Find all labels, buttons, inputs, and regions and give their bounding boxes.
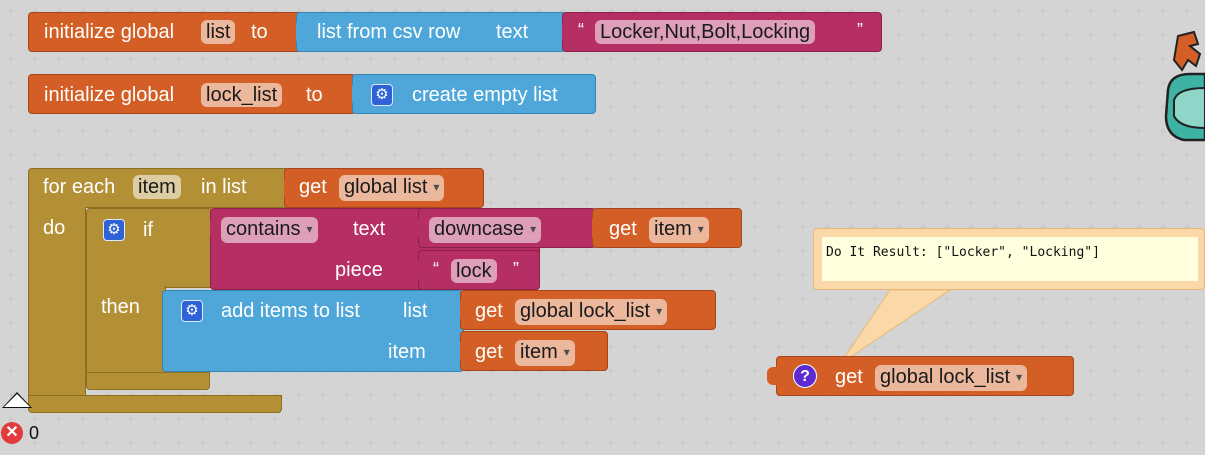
create-empty-list-block[interactable]: ⚙ create empty list: [352, 74, 596, 114]
init-keyword: initialize global: [44, 21, 175, 43]
text-label: text: [353, 218, 386, 240]
warning-icon[interactable]: [2, 392, 32, 408]
list-from-csv-row-block[interactable]: list from csv row text: [296, 12, 566, 52]
piece-string-block[interactable]: “ lock ”: [418, 250, 540, 290]
item-socket-label: item: [388, 341, 426, 363]
csv-string-field[interactable]: Locker,Nut,Bolt,Locking: [595, 20, 816, 44]
add-items-label: add items to list: [221, 300, 360, 322]
get-item-connector: [592, 219, 600, 237]
item-var-field[interactable]: item: [133, 175, 181, 199]
gear-icon[interactable]: ⚙: [371, 84, 393, 106]
error-count: 0: [29, 423, 40, 443]
downcase-connector: [418, 219, 426, 237]
comment-pointer: [839, 289, 952, 365]
if-then-spine: then: [86, 286, 166, 376]
if-block[interactable]: ⚙ if: [86, 208, 214, 288]
if-label: if: [143, 219, 153, 241]
get-label: get: [609, 218, 637, 240]
backpack-icon[interactable]: [1160, 30, 1205, 142]
lock-list-connector: [460, 301, 468, 319]
gear-icon[interactable]: ⚙: [103, 219, 125, 241]
item-dropdown[interactable]: item: [649, 217, 709, 243]
get-item-block[interactable]: get item: [592, 208, 742, 248]
for-each-footer: [28, 395, 282, 413]
error-icon[interactable]: ✕: [1, 422, 23, 444]
for-each-label: for each: [43, 176, 116, 198]
empty-list-label: create empty list: [412, 84, 558, 106]
get-label: get: [475, 341, 503, 363]
for-each-block[interactable]: for each item in list: [28, 168, 290, 208]
downcase-block[interactable]: downcase: [418, 208, 596, 248]
list-socket-label: list: [403, 300, 428, 322]
init-global-lock-list-block[interactable]: initialize global lock_list to: [28, 74, 356, 114]
in-list-label: in list: [201, 176, 247, 198]
do-it-result-comment[interactable]: Do It Result: ["Locker", "Locking"]: [813, 228, 1205, 290]
to-label: to: [251, 21, 268, 43]
var-name-field[interactable]: lock_list: [201, 83, 283, 107]
quote-close: ”: [857, 20, 863, 40]
then-label: then: [101, 296, 140, 318]
piece-label: piece: [335, 259, 383, 281]
downcase-dropdown[interactable]: downcase: [429, 217, 542, 243]
piece-string-field[interactable]: lock: [451, 259, 497, 283]
standalone-connector: [767, 367, 779, 385]
init-global-list-block[interactable]: initialize global list to: [28, 12, 302, 52]
global-list-dropdown[interactable]: global list: [339, 175, 445, 201]
add-items-to-list-block[interactable]: ⚙ add items to list list item: [162, 290, 464, 372]
get-label: get: [835, 366, 863, 388]
contains-dropdown[interactable]: contains: [221, 217, 318, 243]
comment-text[interactable]: Do It Result: ["Locker", "Locking"]: [822, 237, 1198, 281]
get-label: get: [475, 300, 503, 322]
quote-close: ”: [513, 259, 519, 279]
question-icon[interactable]: ?: [793, 364, 817, 388]
quote-open: “: [578, 20, 584, 40]
if-footer: [86, 372, 210, 390]
var-name-field[interactable]: list: [201, 20, 236, 44]
contains-connector: [210, 219, 218, 237]
get-label: get: [299, 176, 327, 198]
for-each-body-spine: do: [28, 207, 86, 397]
piece-connector: [418, 261, 426, 279]
init-keyword: initialize global: [44, 84, 175, 106]
get-global-lock-list-standalone[interactable]: get global lock_list: [767, 356, 1074, 396]
csv-text-label: text: [496, 21, 529, 43]
get-connector: [284, 179, 292, 197]
csv-connector: [296, 23, 304, 41]
to-label: to: [306, 84, 323, 106]
text-string-block[interactable]: “ Locker,Nut,Bolt,Locking ”: [562, 12, 882, 52]
empty-list-connector: [352, 85, 360, 103]
lock-list-dropdown[interactable]: global lock_list: [875, 365, 1028, 391]
item-connector: [460, 342, 468, 360]
item-dropdown[interactable]: item: [515, 340, 575, 366]
get-global-list-block[interactable]: get global list: [284, 168, 484, 208]
get-item-block-2[interactable]: get item: [460, 331, 608, 371]
quote-open: “: [433, 259, 439, 279]
do-label: do: [43, 217, 66, 239]
string-connector: [562, 23, 570, 41]
get-global-lock-list-block[interactable]: get global lock_list: [460, 290, 716, 330]
csv-row-label: list from csv row: [317, 21, 461, 43]
gear-icon[interactable]: ⚙: [181, 300, 203, 322]
lock-list-dropdown[interactable]: global lock_list: [515, 299, 668, 325]
